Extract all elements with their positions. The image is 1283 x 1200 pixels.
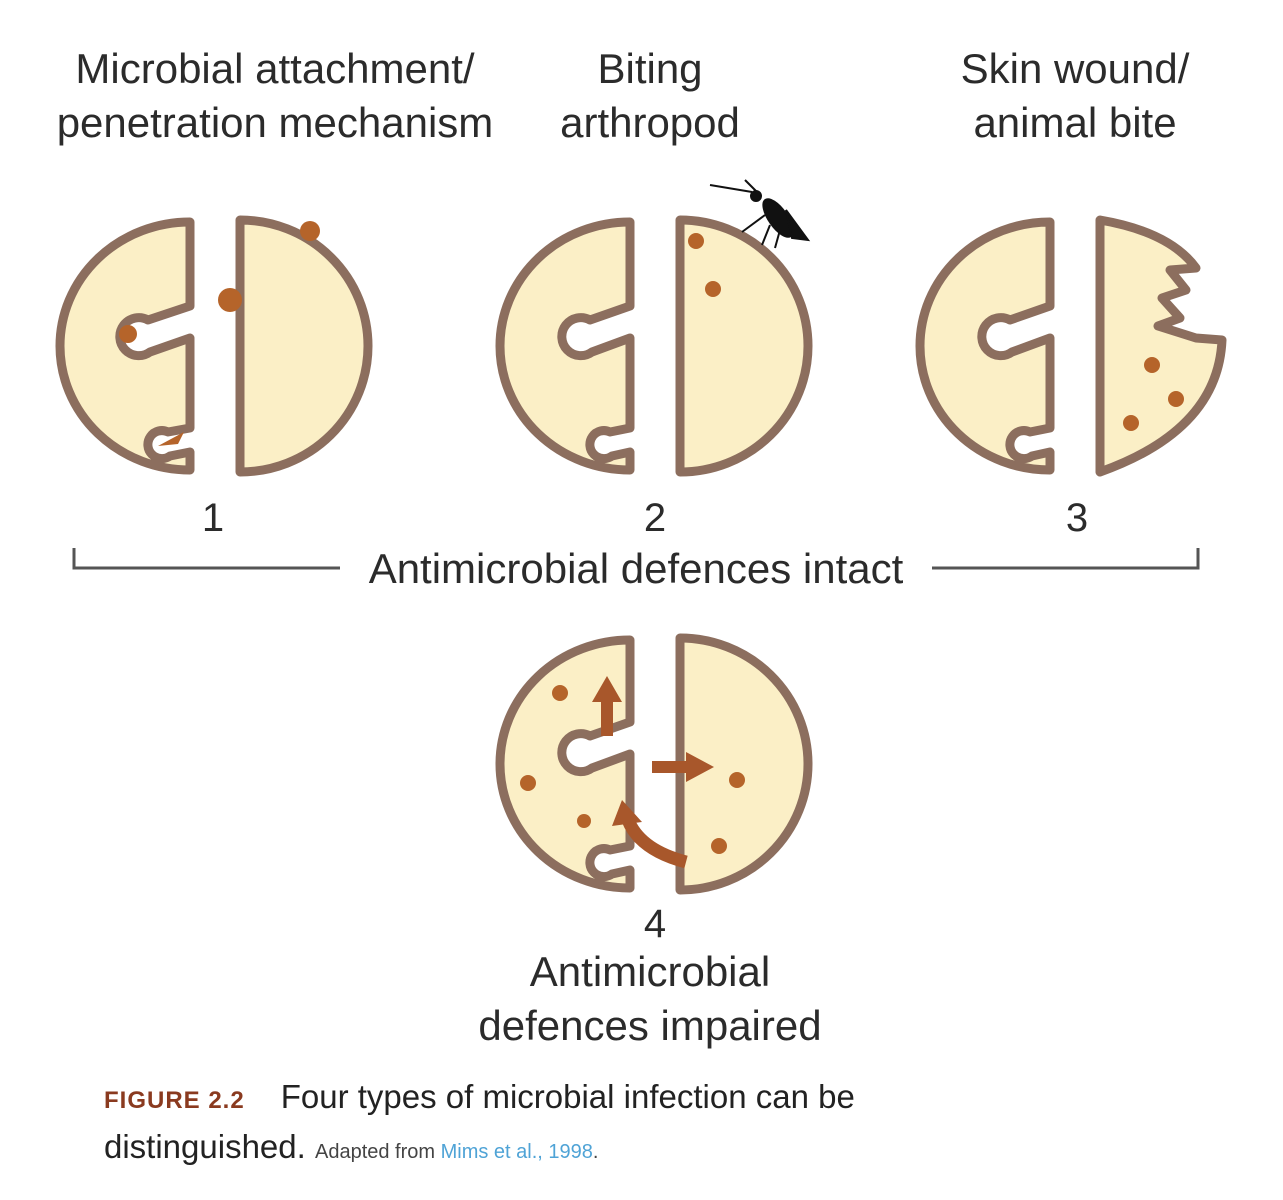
panel-3-title: Skin wound/ animal bite xyxy=(960,45,1190,146)
caption-line2: distinguished. xyxy=(104,1128,306,1165)
microbe xyxy=(688,233,704,249)
panel-4-number: 4 xyxy=(643,902,667,946)
body-left-half xyxy=(55,217,195,475)
arrow-curved-icon xyxy=(612,800,688,869)
panel-3-number: 3 xyxy=(1065,496,1089,540)
body-left-half xyxy=(915,217,1055,475)
microbe xyxy=(218,288,242,312)
panel-2-title: Biting arthropod xyxy=(560,45,740,146)
panel-1-figure xyxy=(55,215,373,477)
source-suffix: . xyxy=(592,1141,599,1163)
microbe xyxy=(711,838,727,854)
panel-3-figure xyxy=(915,215,1227,477)
intact-label: Antimicrobial defences intact xyxy=(368,545,904,592)
microbe xyxy=(520,775,536,791)
intact-bracket xyxy=(72,548,1200,570)
microbe xyxy=(705,281,721,297)
microbe xyxy=(729,772,745,788)
body-right-half-wounded xyxy=(1095,215,1227,477)
panel-1-title: Microbial attachment/ penetration mechan… xyxy=(56,45,494,146)
panel-4-figure xyxy=(495,633,813,895)
figure-label: FIGURE 2.2 xyxy=(104,1087,245,1114)
microbe xyxy=(158,432,184,446)
microbe xyxy=(119,325,137,343)
body-left-half xyxy=(495,217,635,475)
source-link[interactable]: Mims et al., 1998 xyxy=(440,1141,593,1163)
arrow-up-icon xyxy=(592,676,622,736)
body-right-half xyxy=(675,633,813,895)
microbe xyxy=(1144,357,1160,373)
source-prefix: Adapted from xyxy=(314,1141,441,1163)
panel-2-number: 2 xyxy=(643,496,667,540)
caption-line1: Four types of microbial infection can be xyxy=(280,1078,855,1115)
microbe xyxy=(552,685,568,701)
microbe xyxy=(1168,391,1184,407)
caption-source: Adapted from Mims et al., 1998. xyxy=(315,1141,598,1163)
microbe xyxy=(577,814,591,828)
figure-caption: FIGURE 2.2 Four types of microbial infect… xyxy=(104,1074,1204,1175)
panel-1-number: 1 xyxy=(201,496,225,540)
microbe xyxy=(300,221,320,241)
panel-2-figure xyxy=(495,179,813,477)
mosquito-icon xyxy=(709,179,811,249)
body-right-half xyxy=(235,215,373,477)
body-right-half xyxy=(675,215,813,477)
body-left-half xyxy=(495,635,635,893)
arrow-right-icon xyxy=(652,752,714,782)
microbe xyxy=(1123,415,1139,431)
impaired-label: Antimicrobial defences impaired xyxy=(478,948,822,1049)
